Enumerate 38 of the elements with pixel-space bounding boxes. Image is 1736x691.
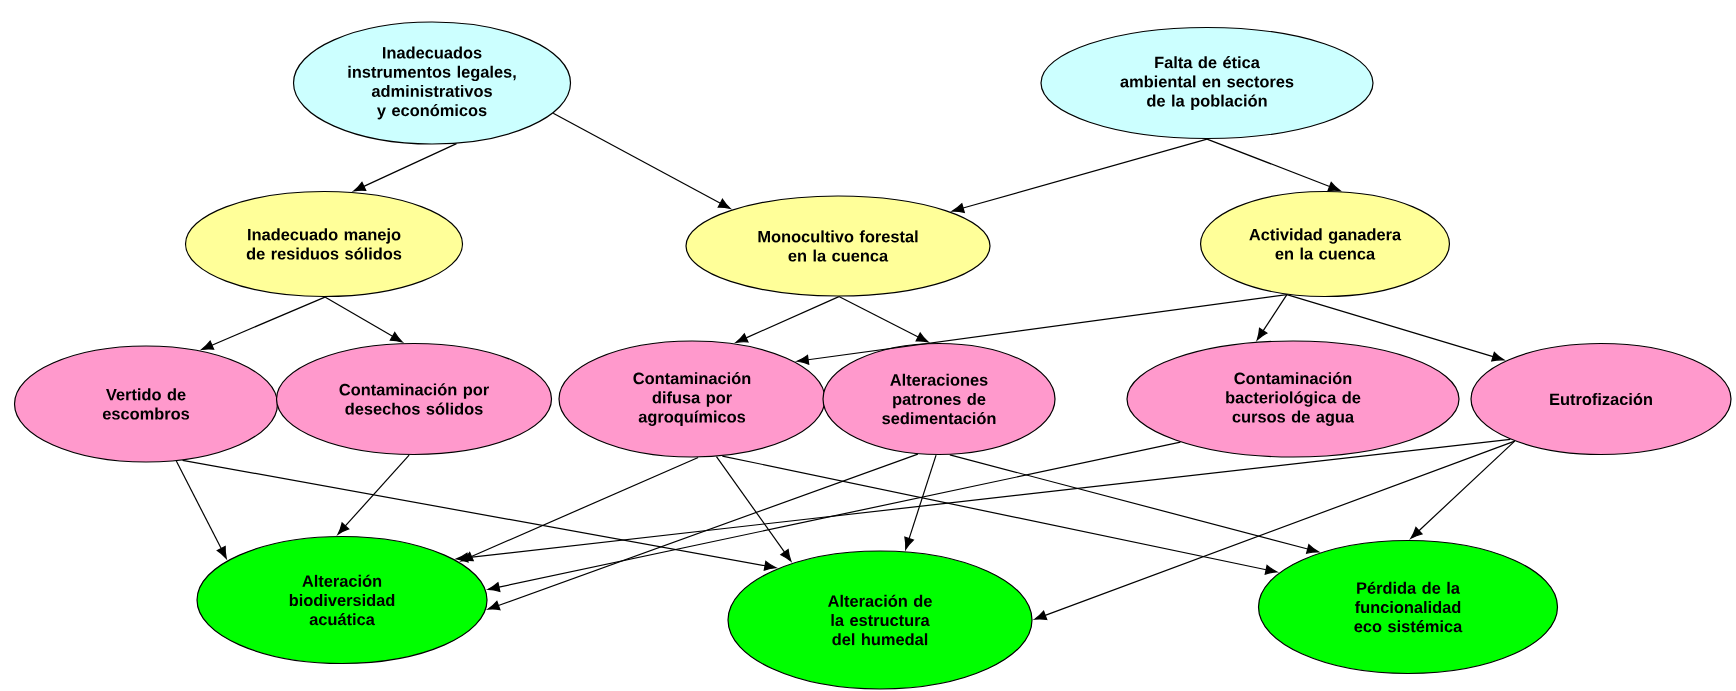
arrow xyxy=(1410,440,1516,539)
arrow xyxy=(796,293,1288,365)
arrow xyxy=(715,456,792,562)
ellipse-node: Contaminación bacteriológica de cursos de agua xyxy=(1126,340,1460,458)
arrow xyxy=(324,296,403,343)
ellipse-node: Falta de ética ambiental en sectores de la población xyxy=(1040,26,1374,140)
ellipse-node: Eutrofización xyxy=(1470,342,1732,456)
arrow xyxy=(175,460,227,559)
arrow xyxy=(735,296,840,343)
arrow xyxy=(949,454,1319,554)
arrow xyxy=(904,454,937,550)
ellipse-node: Monocultivo forestal en la cuenca xyxy=(685,195,991,297)
ellipse-node: Contaminación difusa por agroquímicos xyxy=(558,340,826,458)
arrow xyxy=(1286,293,1505,362)
ellipse-node: Inadecuados instrumentos legales, administrativos y económicos xyxy=(292,21,572,145)
arrow xyxy=(838,296,929,343)
ellipse-node: Vertido de escombros xyxy=(13,345,279,463)
arrow xyxy=(951,138,1208,213)
arrow xyxy=(487,453,919,611)
ellipse-node: Alteración de la estructura del humedal xyxy=(727,550,1033,690)
arrow xyxy=(353,143,458,192)
arrow xyxy=(721,455,1278,575)
arrow xyxy=(455,438,1511,563)
ellipse-node: Actividad ganadera en la cuenca xyxy=(1199,190,1451,298)
arrow xyxy=(1206,138,1341,192)
arrow xyxy=(552,112,731,209)
arrow xyxy=(337,454,410,535)
ellipse-node: Contaminación por desechos sólidos xyxy=(275,342,553,456)
arrow xyxy=(460,456,699,562)
arrow xyxy=(487,441,1182,593)
arrow xyxy=(182,459,777,571)
ellipse-node: Pérdida de la funcionalidad eco sistémica xyxy=(1257,539,1559,675)
ellipse-node: Alteraciones patrones de sedimentación xyxy=(822,342,1056,456)
arrow xyxy=(1034,440,1516,621)
ellipse-node: Alteración biodiversidad acuática xyxy=(196,535,488,665)
arrow xyxy=(1256,293,1288,341)
ellipse-node: Inadecuado manejo de residuos sólidos xyxy=(184,190,464,298)
arrow xyxy=(201,296,326,351)
